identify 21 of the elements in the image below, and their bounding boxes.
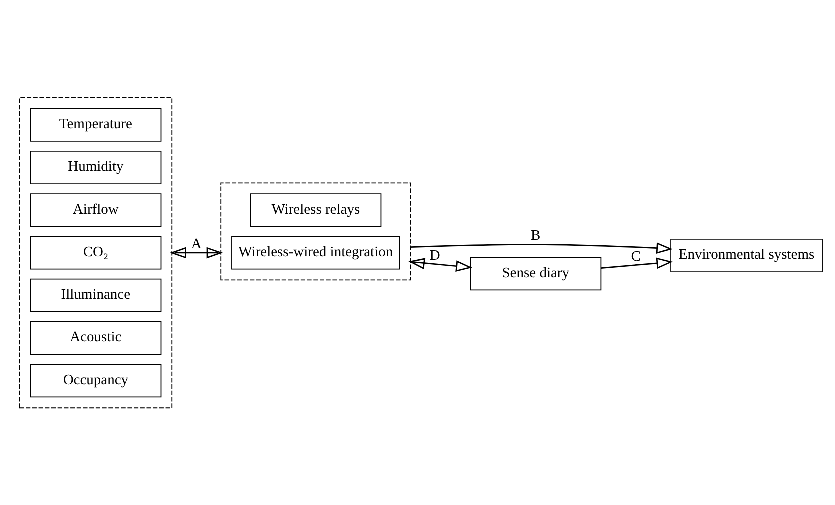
arrow <box>408 258 472 272</box>
arrow <box>170 246 224 258</box>
node-box: Humidity <box>30 150 162 184</box>
node-box: Airflow <box>30 193 162 227</box>
arrow <box>410 242 673 254</box>
arrow <box>601 257 674 269</box>
edge-label: D <box>430 248 440 264</box>
cluster <box>19 96 173 408</box>
node-box: CO₂ <box>30 236 162 270</box>
node-box: Acoustic <box>30 320 162 355</box>
node-box: Wireless relays <box>250 193 382 227</box>
edge-label: A <box>191 236 202 252</box>
node-box: Environmental systems <box>670 238 823 272</box>
edge-label: C <box>631 248 641 264</box>
node-box: Temperature <box>30 108 162 142</box>
cluster <box>220 182 412 280</box>
node-box: Occupancy <box>30 364 162 398</box>
node-box: Sense diary <box>470 256 602 290</box>
edge-label: B <box>531 228 541 244</box>
node-box: Wireless-wired integration <box>232 236 400 270</box>
node-box: Illuminance <box>30 278 162 312</box>
